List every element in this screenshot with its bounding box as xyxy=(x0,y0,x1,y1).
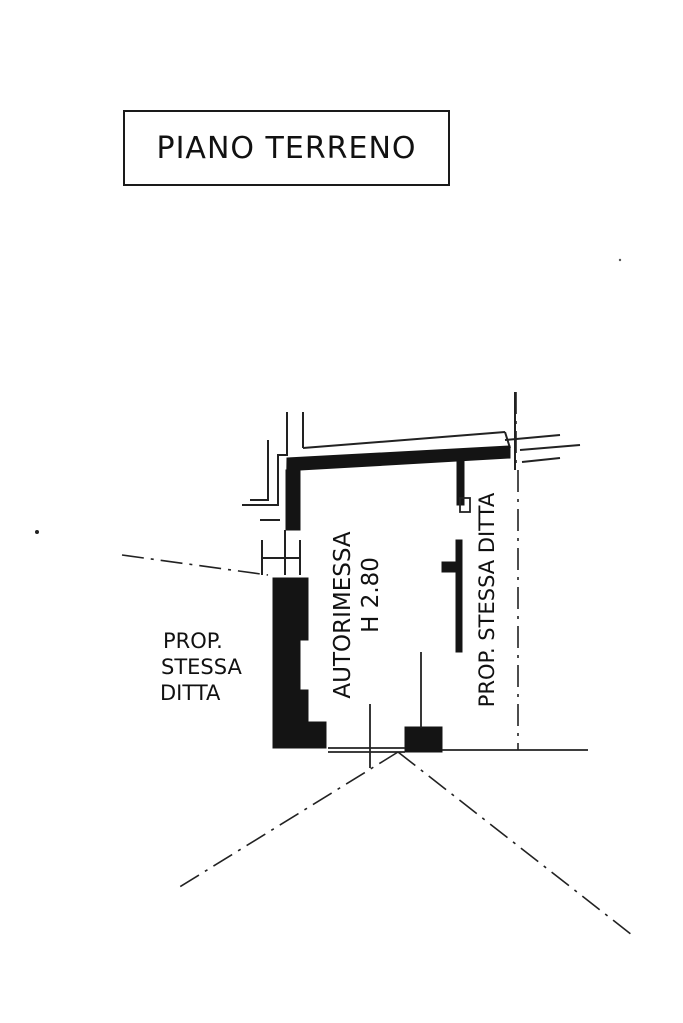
stray-mark xyxy=(618,258,622,262)
room-name-label: AUTORIMESSA xyxy=(330,531,356,698)
left-neighbor-line-1: PROP. xyxy=(163,629,223,653)
property-lines xyxy=(121,392,633,936)
left-neighbor-line-2: STESSA xyxy=(161,655,242,679)
left-neighbor-line-3: DITTA xyxy=(160,681,221,705)
interior-lines xyxy=(328,497,588,768)
boundary-lines xyxy=(242,392,581,575)
left-neighbor-label: PROP. STESSA DITTA xyxy=(160,629,242,705)
floor-title-box: PIANO TERRENO xyxy=(123,110,450,186)
stray-mark xyxy=(35,530,39,534)
floor-title: PIANO TERRENO xyxy=(156,130,417,166)
walls xyxy=(272,445,511,753)
room-height-label: H 2.80 xyxy=(358,557,384,633)
right-neighbor-label: PROP. STESSA DITTA xyxy=(475,492,499,707)
